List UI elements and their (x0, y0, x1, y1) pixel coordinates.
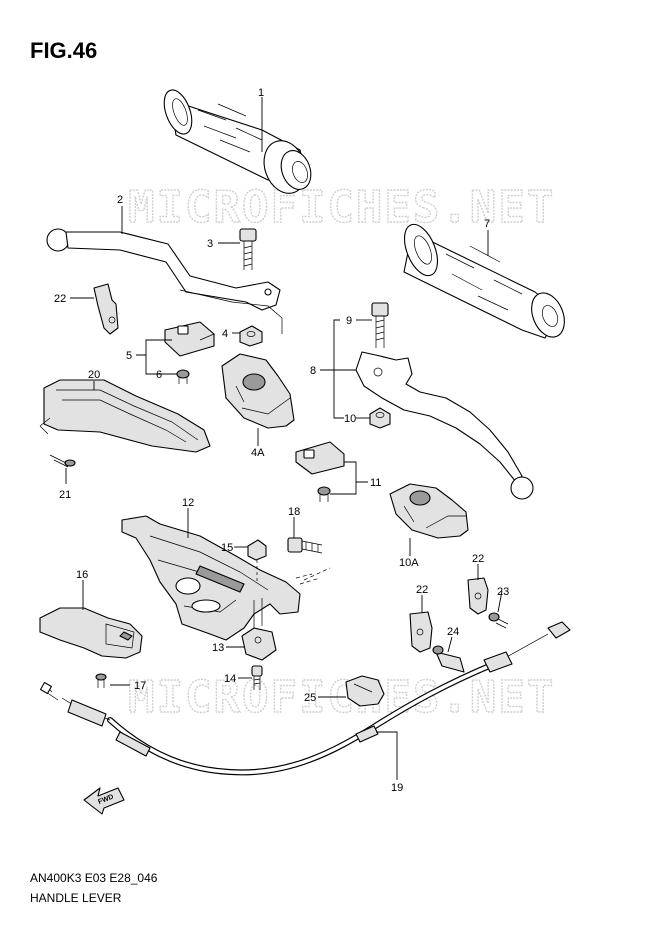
callout-15: 15 (221, 542, 233, 554)
callout-20: 20 (88, 369, 100, 381)
part-5-switch (164, 321, 215, 357)
part-13-bracket (241, 627, 277, 661)
part-19-brake-cable (39, 621, 571, 776)
callout-2: 2 (117, 194, 123, 206)
callout-21: 21 (59, 489, 71, 501)
part-7-left-grip (403, 223, 565, 339)
part-4-nut (239, 325, 263, 347)
callout-11: 11 (370, 477, 381, 489)
watermark-bottom: MICROFICHES.NET (128, 672, 555, 723)
part-2-brake-lever (46, 228, 283, 334)
part-1-throttle-grip (163, 89, 312, 194)
callout-labels: 1 2 3 4 5 6 4A 20 21 22 7 8 9 10 11 10A … (54, 87, 509, 794)
part-10A-lever-holder (389, 483, 469, 539)
callout-13: 13 (212, 642, 224, 654)
callout-4A: 4A (251, 447, 265, 459)
part-24-adjuster (432, 645, 465, 673)
callout-10A: 10A (399, 557, 419, 569)
part-23-screw (488, 612, 509, 629)
callout-9: 9 (346, 315, 352, 327)
callout-18: 18 (288, 506, 300, 518)
figure-title: FIG.46 (30, 38, 98, 63)
leader-lines (65, 97, 503, 780)
callout-17: 17 (134, 680, 146, 692)
callout-14: 14 (224, 673, 236, 685)
callout-6: 6 (156, 369, 162, 381)
watermark-top: MICROFICHES.NET (128, 182, 555, 233)
part-16-cover (39, 607, 143, 659)
callout-23: 23 (497, 586, 509, 598)
part-11-switch (295, 441, 345, 502)
part-22-clamp-left (93, 283, 119, 335)
part-22-clamp-middle (409, 611, 433, 653)
callout-4: 4 (222, 328, 228, 340)
callout-10: 10 (344, 413, 356, 425)
part-4A-lever-holder (221, 353, 295, 429)
callout-22-right: 22 (472, 553, 484, 565)
callout-5: 5 (126, 350, 132, 362)
part-25-clip (345, 675, 385, 707)
callout-22-left: 22 (54, 293, 66, 305)
part-17-screw (95, 673, 107, 688)
figure-caption: HANDLE LEVER (30, 891, 122, 905)
part-8-left-lever (355, 351, 534, 500)
callout-3: 3 (207, 238, 213, 250)
part-21-screw (49, 454, 76, 468)
part-9-bolt (371, 302, 389, 348)
callout-7: 7 (484, 218, 490, 230)
callout-22-middle: 22 (416, 584, 428, 596)
callout-19: 19 (391, 782, 403, 794)
callout-24: 24 (447, 626, 459, 638)
callout-1: 1 (258, 87, 264, 99)
callout-12: 12 (182, 497, 194, 509)
part-14-bolt (251, 665, 263, 690)
part-22-clamp-right (467, 577, 489, 615)
part-3-bolt (239, 228, 257, 270)
part-12-parking-brake (121, 515, 331, 641)
part-6-screw (176, 369, 190, 384)
figure-code: AN400K3 E03 E28_046 (30, 871, 158, 885)
part-15-nut (247, 539, 267, 582)
part-20-cover (39, 379, 211, 453)
callout-16: 16 (76, 569, 88, 581)
callout-25: 25 (304, 692, 316, 704)
fwd-arrow-icon: FWD (83, 787, 125, 815)
part-18-bolt (287, 537, 323, 554)
callout-8: 8 (310, 365, 316, 377)
part-10-nut (369, 407, 391, 429)
